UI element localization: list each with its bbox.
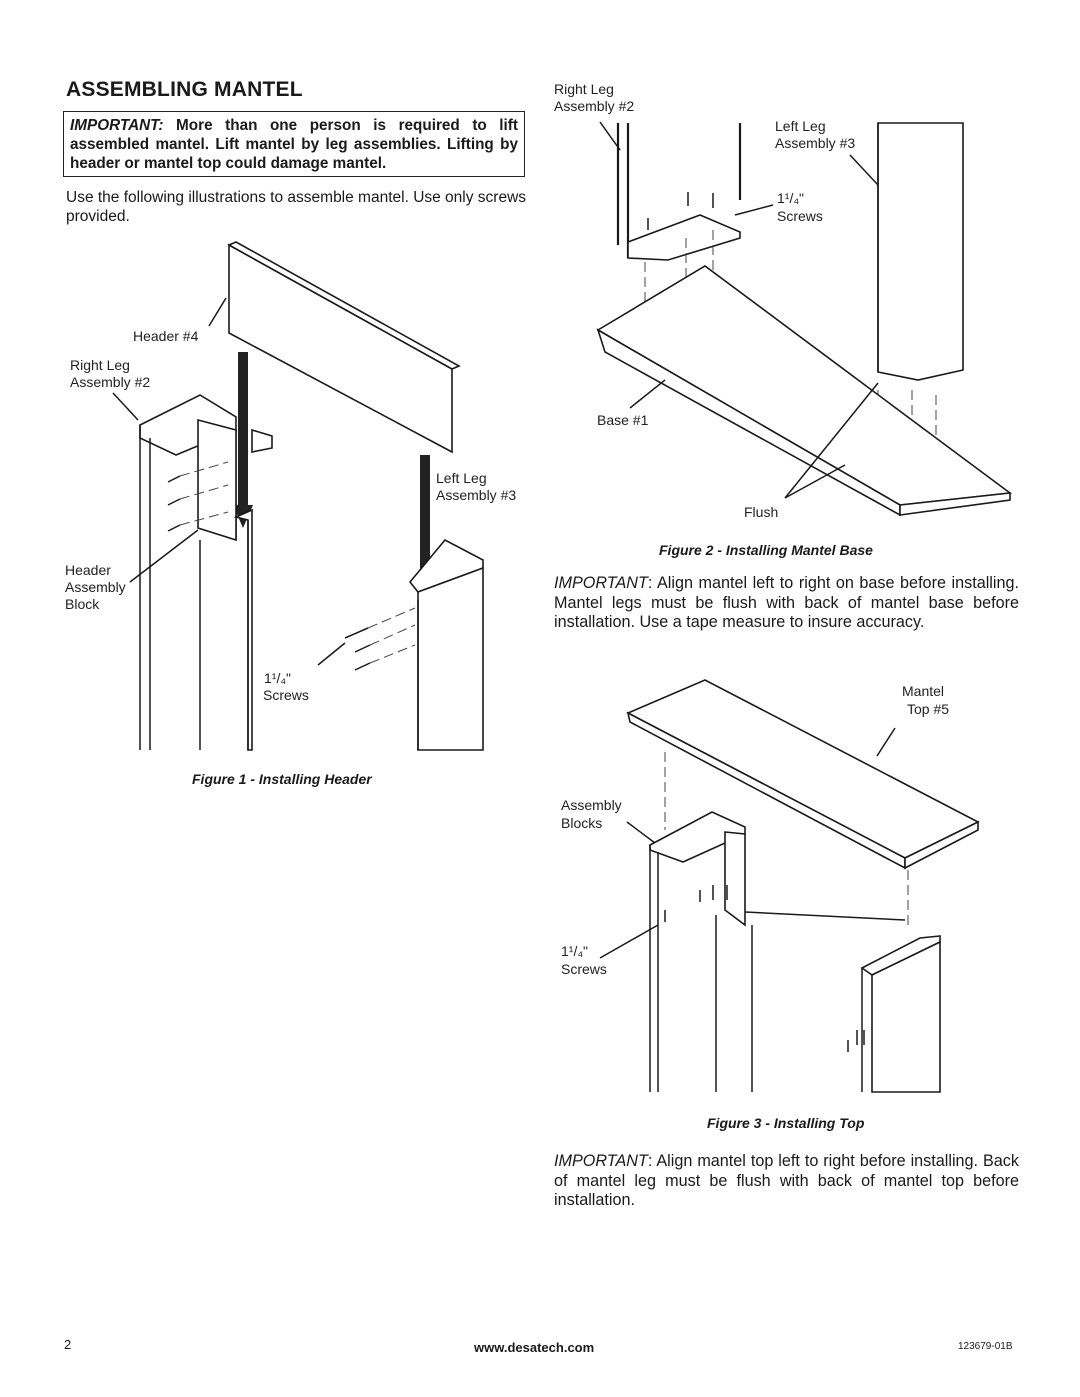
- fig1-screws-size-label: 1¹/₄": [264, 670, 292, 686]
- intro-paragraph: Use the following illustrations to assem…: [66, 189, 527, 225]
- fig1-block-label-1: Header: [65, 562, 111, 578]
- warning-important-label: IMPORTANT:: [70, 117, 164, 134]
- note-installing-top: IMPORTANT: Align mantel top left to righ…: [554, 1152, 1019, 1211]
- fig3-blocks-label-1: Assembly: [561, 797, 622, 813]
- fig1-right-leg-label-1: Right Leg: [70, 357, 130, 373]
- fig3-top-label-1: Mantel: [902, 683, 945, 699]
- note2-important-label: IMPORTANT: [554, 574, 648, 592]
- figure2-drawing: [596, 121, 1013, 517]
- page-title: ASSEMBLING MANTEL: [66, 78, 303, 101]
- fig3-top-label-2: Top #5: [907, 701, 950, 717]
- fig2-base-label: Base #1: [597, 412, 649, 428]
- fig2-right-leg-label-2: Assembly #2: [554, 98, 635, 114]
- figure2-caption: Figure 2 - Installing Mantel Base: [659, 542, 873, 558]
- note3-text: : Align mantel top left to right before …: [554, 1152, 1019, 1209]
- fig1-right-leg-label-2: Assembly #2: [70, 374, 151, 390]
- website-url: www.desatech.com: [474, 1340, 595, 1355]
- fig1-left-leg-label-1: Left Leg: [436, 470, 487, 486]
- fig1-header-label: Header #4: [133, 328, 199, 344]
- note-installing-base: IMPORTANT: Align mantel left to right on…: [554, 574, 1019, 633]
- note2-text: : Align mantel left to right on base bef…: [554, 574, 1019, 631]
- fig1-block-label-2: Assembly: [65, 579, 126, 595]
- fig2-right-leg-label-1: Right Leg: [554, 81, 614, 97]
- document-code: 123679-01B: [958, 1341, 1013, 1352]
- fig3-blocks-label-2: Blocks: [561, 815, 603, 831]
- warning-box: IMPORTANT: More than one person is requi…: [63, 111, 525, 177]
- fig1-screws-label: Screws: [263, 687, 309, 703]
- fig3-screws-label: Screws: [561, 961, 607, 977]
- fig2-left-leg-label-1: Left Leg: [775, 118, 826, 134]
- fig2-left-leg-label-2: Assembly #3: [775, 135, 856, 151]
- page-number: 2: [64, 1337, 72, 1352]
- warning-text: More than one person is required to lift…: [70, 117, 518, 172]
- note3-important-label: IMPORTANT: [554, 1152, 648, 1170]
- fig3-screws-size-label: 1¹/₄": [561, 943, 589, 959]
- fig2-screws-label: Screws: [777, 208, 823, 224]
- figure1-caption: Figure 1 - Installing Header: [192, 771, 372, 787]
- fig2-flush-label: Flush: [744, 504, 779, 520]
- fig1-block-label-3: Block: [65, 596, 100, 612]
- fig2-screws-size-label: 1¹/₄": [777, 190, 805, 206]
- fig1-left-leg-label-2: Assembly #3: [436, 487, 517, 503]
- figure1-drawing: [112, 241, 484, 751]
- figure3-drawing: [599, 679, 980, 1093]
- figure3-caption: Figure 3 - Installing Top: [707, 1115, 865, 1131]
